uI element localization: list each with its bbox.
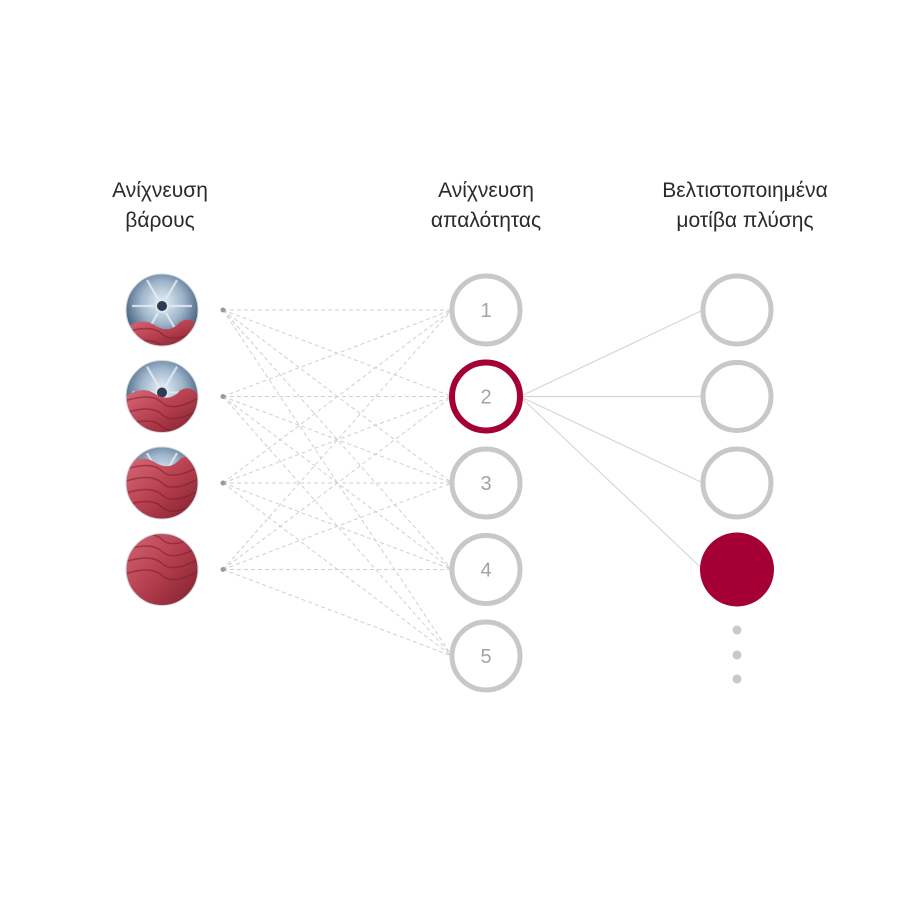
softness-node-label: 3 [480, 473, 491, 495]
softness-node-ring-selected [449, 359, 523, 434]
wash-pattern-node-selected [700, 532, 774, 607]
ellipsis-dot [732, 625, 742, 635]
solid-connector [519, 395, 704, 484]
wash-pattern-node [700, 446, 774, 520]
softness-node-ring [449, 446, 523, 520]
dashed-connector [222, 309, 453, 570]
solid-connector [519, 309, 704, 398]
weight-detection-nodes [125, 273, 226, 606]
softness-node-label: 5 [480, 646, 491, 668]
drum-load-icon [125, 360, 199, 433]
softness-node-2: 2 [449, 359, 523, 434]
wash-pattern-nodes [700, 273, 774, 607]
wash-pattern-node [700, 360, 774, 433]
weight-title-line2: βάρους [125, 209, 194, 232]
dashed-connector [222, 396, 453, 657]
dashed-connector [222, 396, 453, 484]
drum-load-icon [125, 446, 199, 520]
softness-node-label: 2 [480, 387, 491, 409]
dashed-connector [222, 309, 453, 397]
weight-to-softness-connectors [222, 309, 453, 657]
dashed-connector [222, 309, 453, 657]
softness-title-line1: Ανίχνευση [438, 179, 534, 202]
softness-node-5: 5 [449, 619, 523, 693]
patterns-title-line2: μοτίβα πλύσης [676, 209, 813, 232]
softness-detection-nodes: 1 2 3 4 5 [449, 273, 523, 693]
softness-node-3: 3 [449, 446, 523, 520]
softness-node-4: 4 [449, 533, 523, 606]
ellipsis-dot [732, 674, 742, 684]
solid-connector [519, 396, 704, 570]
connector-dot [220, 567, 226, 572]
softness-to-pattern-connectors [519, 309, 704, 570]
wash-pattern-node [700, 273, 774, 347]
weight-title-line1: Ανίχνευση [112, 179, 208, 202]
dashed-connector [222, 309, 453, 484]
drum-load-icon [125, 533, 199, 606]
dashed-connector [222, 396, 453, 570]
dashed-connector [222, 569, 453, 657]
softness-node-label: 1 [480, 300, 491, 322]
more-patterns-ellipsis [732, 625, 742, 684]
softness-node-1: 1 [449, 273, 523, 347]
softness-node-ring [449, 533, 523, 606]
dashed-connector [222, 482, 453, 570]
connector-dot [220, 394, 226, 399]
connector-dot [220, 480, 226, 486]
softness-node-ring [449, 273, 523, 347]
drum-load-icon [125, 273, 199, 347]
softness-node-label: 4 [480, 560, 491, 582]
patterns-title-line1: Βελτιστοποιημένα [662, 179, 828, 202]
connector-dot [220, 307, 226, 313]
softness-node-ring [449, 619, 523, 693]
column-titles: Ανίχνευση βάρους Ανίχνευση απαλότητας Βε… [112, 179, 828, 232]
dashed-connector [222, 309, 453, 570]
softness-title-line2: απαλότητας [431, 209, 541, 232]
ellipsis-dot [732, 650, 742, 660]
